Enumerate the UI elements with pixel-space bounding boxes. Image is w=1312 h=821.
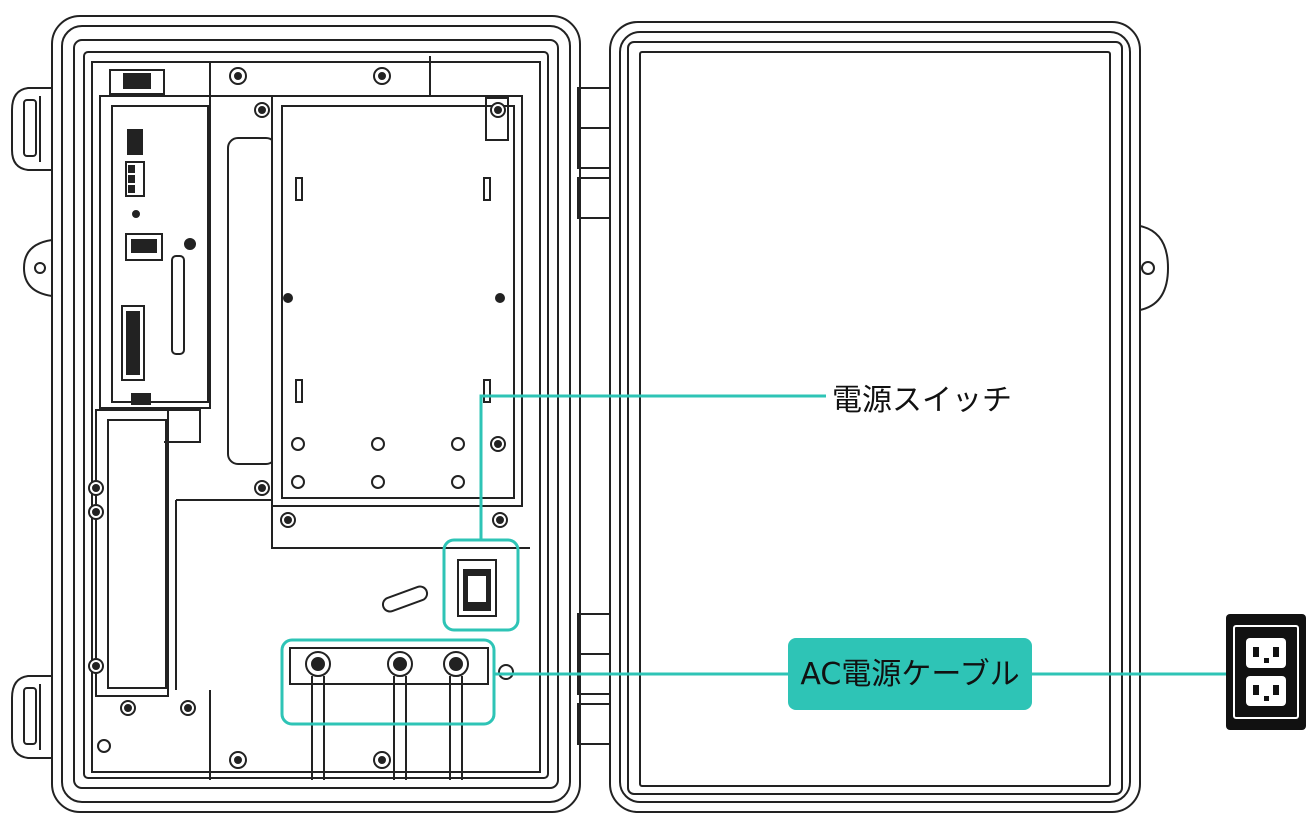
ac-cable-label-bg	[788, 638, 1032, 710]
ac-cable-label: AC電源ケーブル	[800, 657, 1019, 692]
screws	[88, 67, 508, 769]
power-switch	[457, 559, 497, 617]
wall-outlet-icon	[1226, 614, 1306, 730]
control-board	[95, 69, 211, 697]
left-hinges	[11, 87, 53, 759]
terminal-block	[289, 647, 514, 780]
power-switch-label: 電源スイッチ	[832, 383, 1012, 418]
enclosure-lid	[577, 21, 1170, 813]
